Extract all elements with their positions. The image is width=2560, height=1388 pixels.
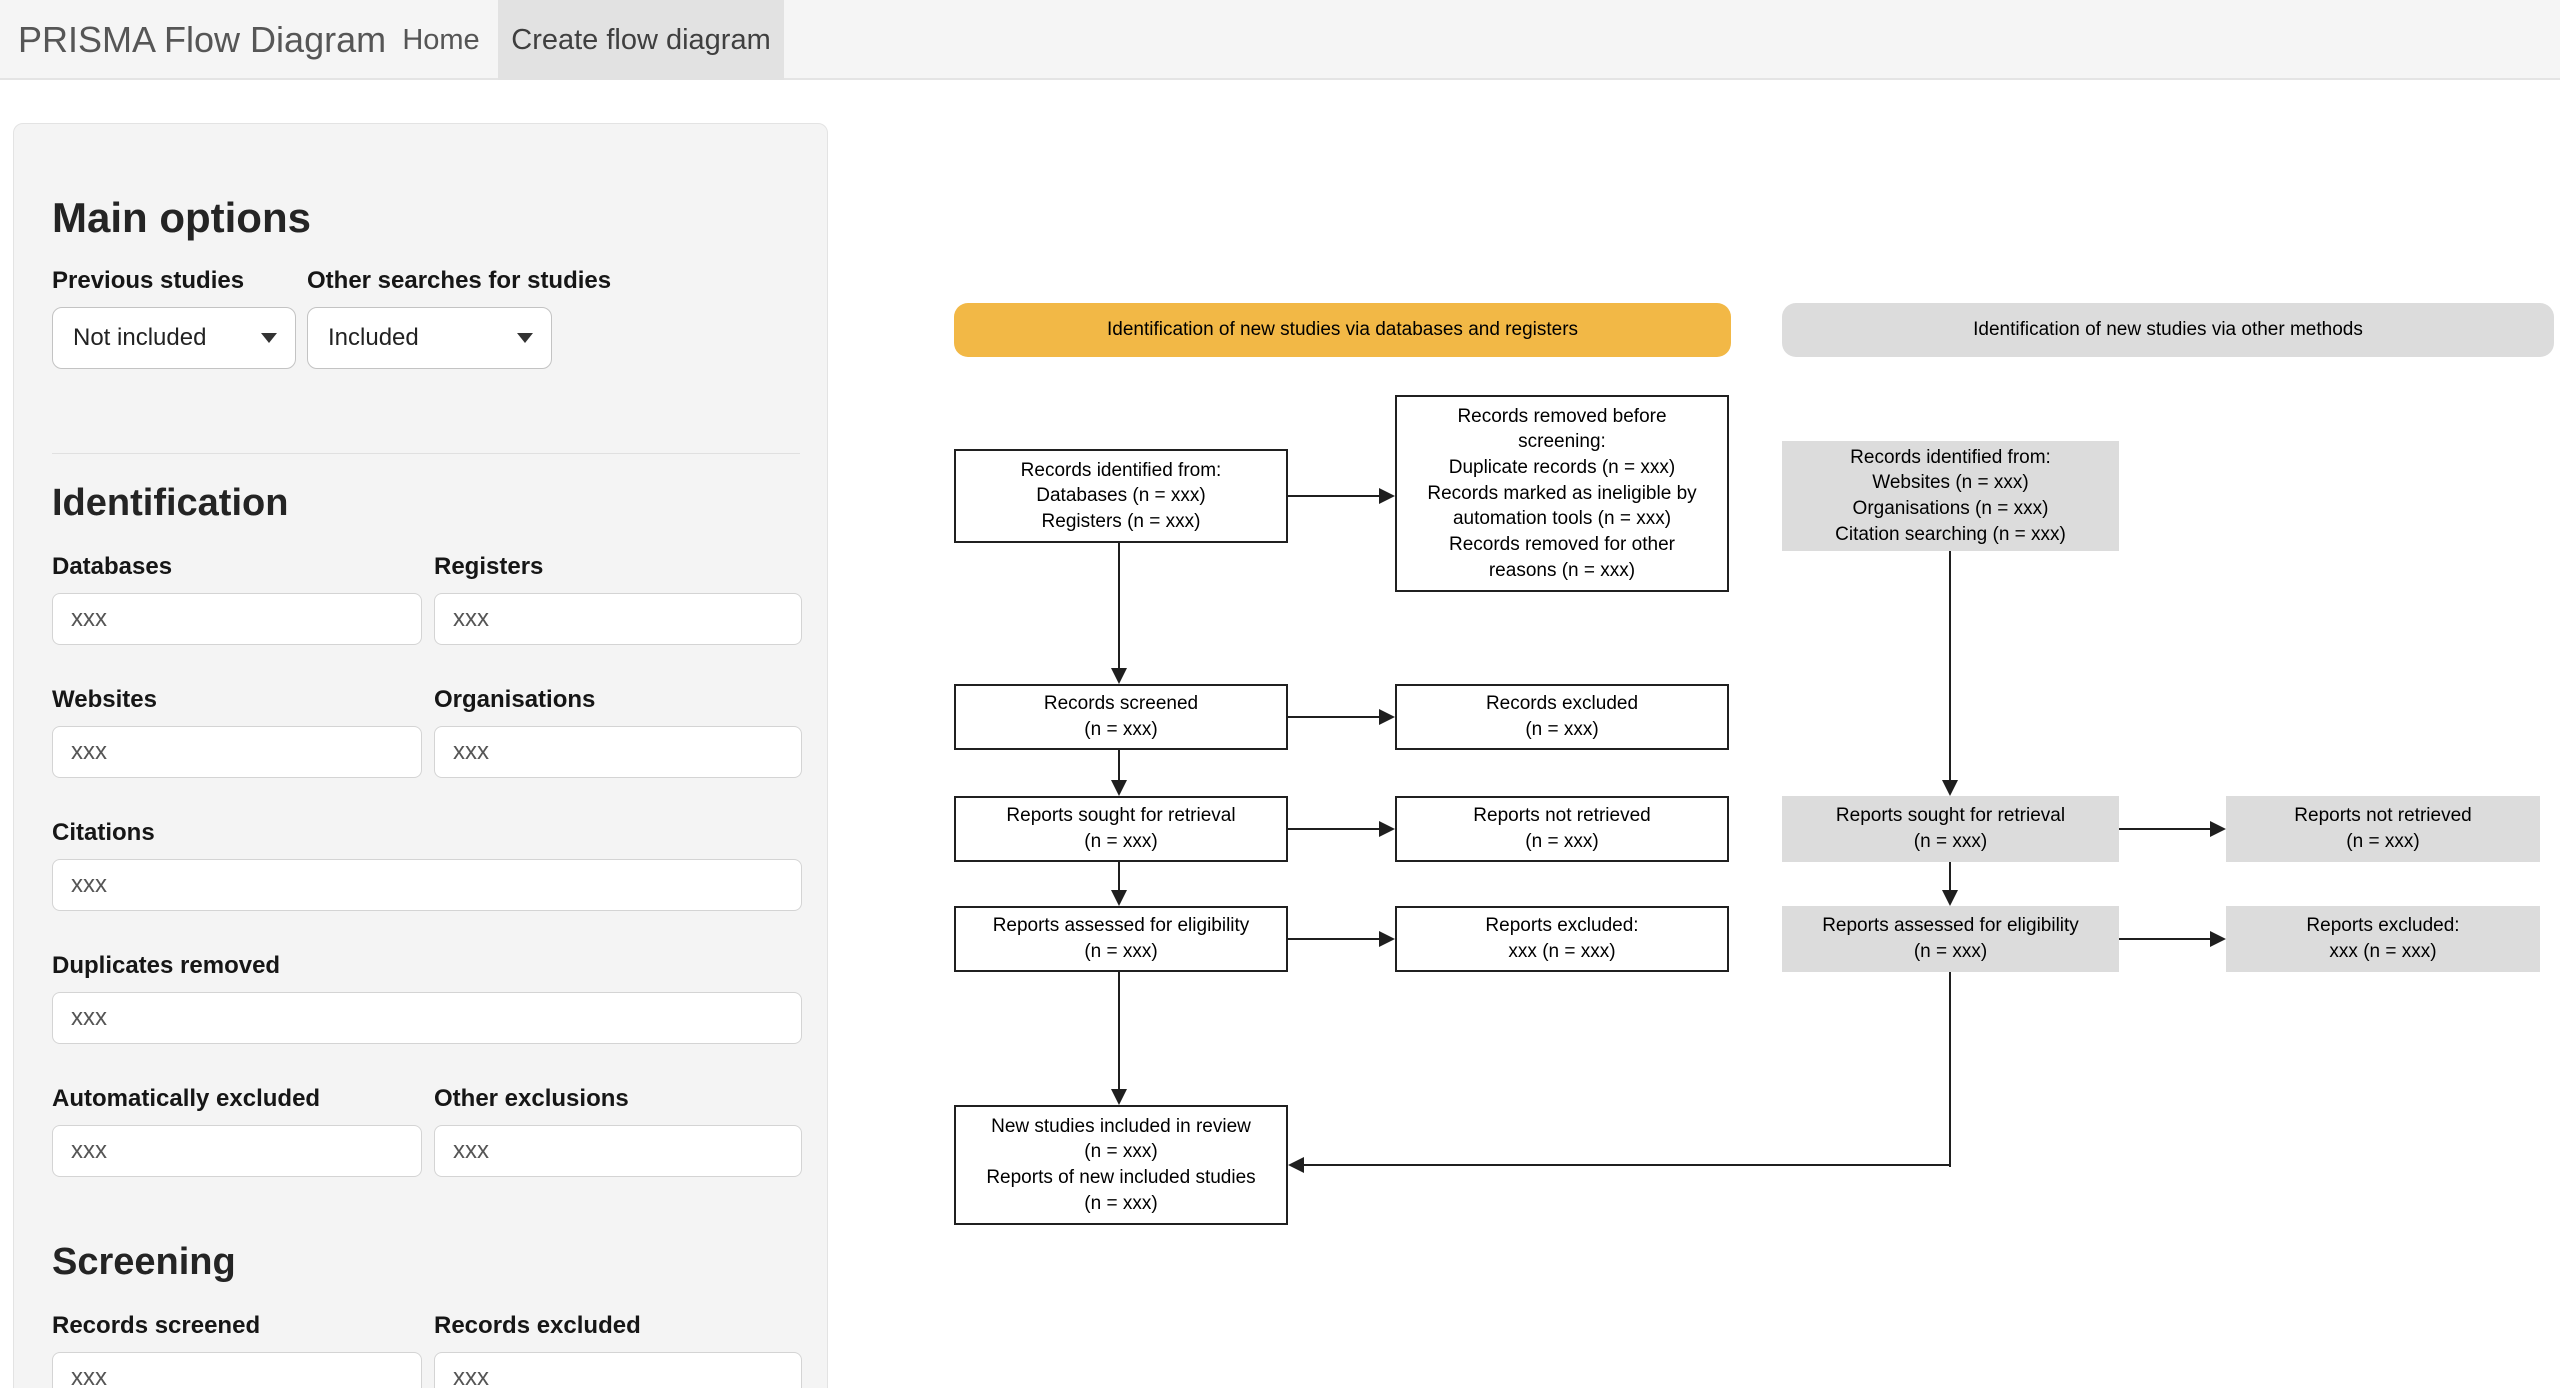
box-reports-sought-other: Reports sought for retrieval (n = xxx)	[1782, 796, 2119, 862]
records-screened-group: Records screened	[52, 1313, 422, 1388]
websites-input[interactable]	[52, 726, 422, 778]
registers-input[interactable]	[434, 593, 802, 645]
box-reports-excluded-other: Reports excluded: xxx (n = xxx)	[2226, 906, 2540, 972]
arrow-other-identified-to-sought-line	[1949, 551, 1951, 780]
citations-group: Citations	[52, 819, 802, 911]
identification-heading: Identification	[52, 482, 289, 524]
other-searches-label: Other searches for studies	[307, 267, 612, 294]
automatically-excluded-label: Automatically excluded	[52, 1085, 321, 1112]
app-title: PRISMA Flow Diagram	[18, 19, 387, 60]
other-exclusions-label: Other exclusions	[434, 1085, 629, 1112]
arrow-screened-to-excluded-head	[1379, 709, 1395, 725]
arrow-other-assessed-to-excluded-line	[2119, 938, 2210, 940]
arrow-identified-to-screened-line	[1118, 543, 1120, 668]
previous-studies-value: Not included	[73, 324, 207, 351]
box-reports-not-retrieved: Reports not retrieved (n = xxx)	[1395, 796, 1729, 862]
registers-label: Registers	[434, 553, 544, 580]
other-exclusions-input[interactable]	[434, 1125, 802, 1177]
box-reports-not-retrieved-other: Reports not retrieved (n = xxx)	[2226, 796, 2540, 862]
duplicates-removed-label: Duplicates removed	[52, 952, 281, 979]
tab-create-flow-diagram[interactable]: Create flow diagram	[498, 0, 784, 80]
arrow-assessed-to-included-line	[1118, 972, 1120, 1089]
arrow-assessed-to-excluded-head	[1379, 931, 1395, 947]
arrow-other-sought-to-notretrieved-head	[2210, 821, 2226, 837]
duplicates-removed-group: Duplicates removed	[52, 952, 802, 1044]
arrow-other-assessed-to-excluded-head	[2210, 931, 2226, 947]
arrow-assessed-to-included-head	[1111, 1089, 1127, 1105]
identification-row-2: Websites Organisations	[52, 687, 802, 778]
previous-studies-group: Previous studies Not included	[52, 268, 296, 369]
arrow-sought-to-assessed-head	[1111, 890, 1127, 906]
options-sidebar: Main options Previous studies Not includ…	[13, 123, 828, 1388]
other-exclusions-group: Other exclusions	[434, 1086, 802, 1177]
header-other-methods: Identification of new studies via other …	[1782, 303, 2554, 357]
other-searches-group: Other searches for studies Included	[307, 268, 611, 369]
other-searches-value: Included	[328, 324, 419, 351]
arrow-other-assessed-to-included-head	[1288, 1157, 1304, 1173]
main-options-heading: Main options	[52, 194, 311, 241]
box-records-identified-db: Records identified from: Databases (n = …	[954, 449, 1288, 543]
box-reports-excluded: Reports excluded: xxx (n = xxx)	[1395, 906, 1729, 972]
duplicates-removed-input[interactable]	[52, 992, 802, 1044]
databases-input[interactable]	[52, 593, 422, 645]
citations-input[interactable]	[52, 859, 802, 911]
arrow-other-assessed-to-included-hline	[1304, 1164, 1951, 1166]
organisations-input[interactable]	[434, 726, 802, 778]
box-reports-assessed-other: Reports assessed for eligibility (n = xx…	[1782, 906, 2119, 972]
databases-group: Databases	[52, 554, 422, 645]
arrow-assessed-to-excluded-line	[1288, 938, 1379, 940]
arrow-other-assessed-to-included-vline	[1949, 972, 1951, 1167]
records-excluded-input[interactable]	[434, 1352, 802, 1388]
top-nav: PRISMA Flow Diagram Home Create flow dia…	[0, 0, 2560, 80]
box-records-screened: Records screened (n = xxx)	[954, 684, 1288, 750]
automatically-excluded-group: Automatically excluded	[52, 1086, 422, 1177]
arrow-other-sought-to-notretrieved-line	[2119, 828, 2210, 830]
identification-row-1: Databases Registers	[52, 554, 802, 645]
websites-group: Websites	[52, 687, 422, 778]
box-records-removed: Records removed before screening: Duplic…	[1395, 395, 1729, 592]
header-databases-registers: Identification of new studies via databa…	[954, 303, 1731, 357]
previous-studies-select[interactable]: Not included	[52, 307, 296, 369]
arrow-sought-to-notretrieved-head	[1379, 821, 1395, 837]
main-options-row: Previous studies Not included Other sear…	[52, 268, 800, 369]
box-records-identified-other: Records identified from: Websites (n = x…	[1782, 441, 2119, 551]
arrow-identified-to-removed-head	[1379, 488, 1395, 504]
arrow-identified-to-removed-line	[1288, 495, 1379, 497]
records-excluded-label: Records excluded	[434, 1312, 641, 1339]
arrow-screened-to-excluded-line	[1288, 716, 1379, 718]
identification-row-3: Automatically excluded Other exclusions	[52, 1086, 802, 1177]
box-reports-sought: Reports sought for retrieval (n = xxx)	[954, 796, 1288, 862]
citations-label: Citations	[52, 819, 155, 846]
box-records-excluded: Records excluded (n = xxx)	[1395, 684, 1729, 750]
websites-label: Websites	[52, 686, 157, 713]
box-new-studies-included: New studies included in review (n = xxx)…	[954, 1105, 1288, 1225]
arrow-screened-to-sought-line	[1118, 750, 1120, 780]
box-reports-assessed: Reports assessed for eligibility (n = xx…	[954, 906, 1288, 972]
records-screened-input[interactable]	[52, 1352, 422, 1388]
screening-heading: Screening	[52, 1241, 236, 1283]
chevron-down-icon	[517, 333, 533, 343]
screening-row-1: Records screened Records excluded	[52, 1313, 802, 1388]
arrow-screened-to-sought-head	[1111, 780, 1127, 796]
records-excluded-group: Records excluded	[434, 1313, 802, 1388]
arrow-identified-to-screened-head	[1111, 668, 1127, 684]
records-screened-label: Records screened	[52, 1312, 261, 1339]
arrow-other-identified-to-sought-head	[1942, 780, 1958, 796]
arrow-sought-to-assessed-line	[1118, 862, 1120, 890]
databases-label: Databases	[52, 553, 173, 580]
organisations-group: Organisations	[434, 687, 802, 778]
section-divider	[52, 453, 800, 454]
previous-studies-label: Previous studies	[52, 267, 245, 294]
arrow-other-sought-to-assessed-line	[1949, 862, 1951, 890]
chevron-down-icon	[261, 333, 277, 343]
arrow-other-sought-to-assessed-head	[1942, 890, 1958, 906]
registers-group: Registers	[434, 554, 802, 645]
other-searches-select[interactable]: Included	[307, 307, 552, 369]
arrow-sought-to-notretrieved-line	[1288, 828, 1379, 830]
automatically-excluded-input[interactable]	[52, 1125, 422, 1177]
tab-home[interactable]: Home	[402, 24, 480, 56]
organisations-label: Organisations	[434, 686, 596, 713]
